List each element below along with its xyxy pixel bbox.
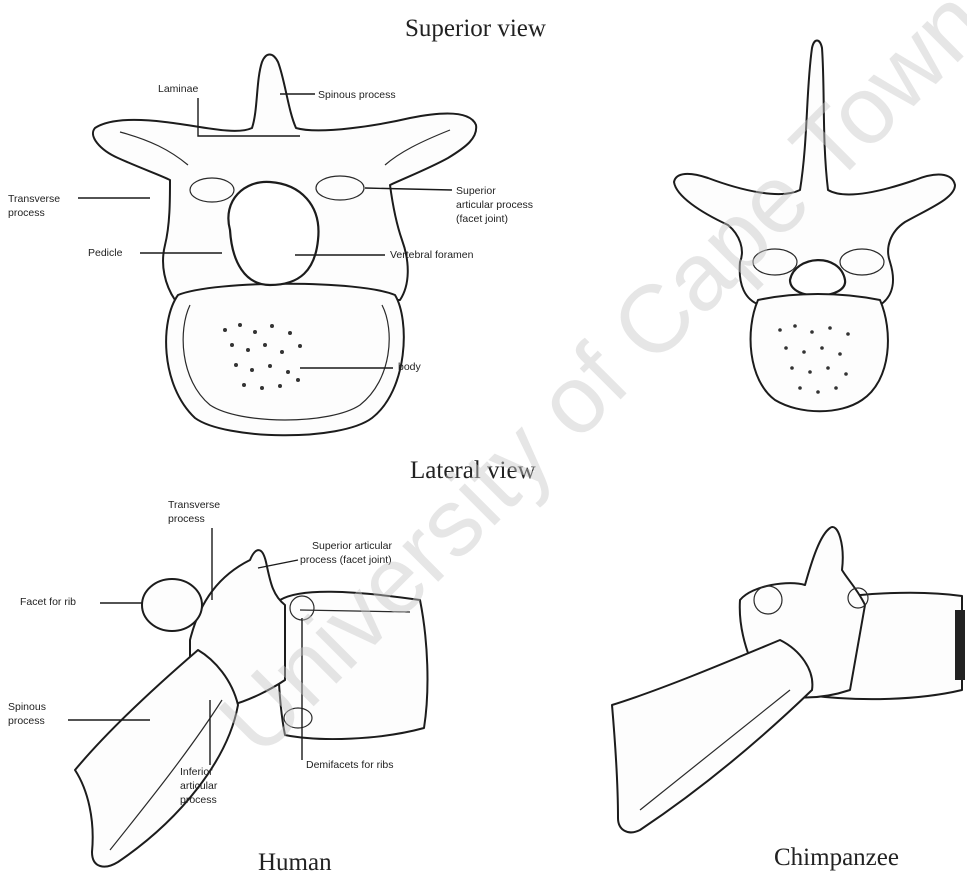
- label-facet-for-rib: Facet for rib: [20, 596, 76, 608]
- chimpanzee-body-edge: [955, 610, 965, 680]
- chimpanzee-lateral-vertebra: [612, 527, 965, 832]
- label-superior-articular-line3: (facet joint): [456, 213, 508, 225]
- label-spinous-process-lateral-line1: Spinous: [8, 701, 46, 713]
- label-inferior-articular-line3: process: [180, 794, 217, 806]
- label-body: body: [398, 361, 422, 373]
- label-transverse-process-lateral-line2: process: [168, 513, 205, 525]
- chimpanzee-vertebral-foramen: [790, 260, 845, 296]
- label-pedicle: Pedicle: [88, 247, 123, 259]
- superior-view-heading: Superior view: [405, 15, 546, 42]
- label-spinous-process-lateral-line2: process: [8, 715, 45, 727]
- label-transverse-process-superior-line1: Transverse: [8, 193, 60, 205]
- chimpanzee-caption: Chimpanzee: [774, 844, 899, 871]
- human-lateral-spinous-process: [75, 650, 238, 867]
- label-superior-articular-line2: articular process: [456, 199, 533, 211]
- label-inferior-articular-line1: Inferior: [180, 766, 213, 778]
- human-caption: Human: [258, 849, 332, 876]
- label-vertebral-foramen: Vertebral foramen: [390, 249, 474, 261]
- human-facet-for-rib: [142, 579, 202, 631]
- label-superior-articular-line1: Superior: [456, 185, 496, 197]
- chimpanzee-lateral-spinous-process: [612, 640, 812, 832]
- human-superior-body: [166, 284, 404, 436]
- human-superior-vertebra: [93, 55, 476, 436]
- chimpanzee-superior-body: [751, 294, 888, 411]
- label-inferior-articular-line2: articular: [180, 780, 218, 792]
- label-transverse-process-superior-line2: process: [8, 207, 45, 219]
- label-laminae: Laminae: [158, 83, 198, 95]
- label-demifacets: Demifacets for ribs: [306, 759, 394, 771]
- label-spinous-process-superior: Spinous process: [318, 89, 396, 101]
- human-vertebral-foramen: [228, 182, 318, 285]
- label-transverse-process-lateral-line1: Transverse: [168, 499, 220, 511]
